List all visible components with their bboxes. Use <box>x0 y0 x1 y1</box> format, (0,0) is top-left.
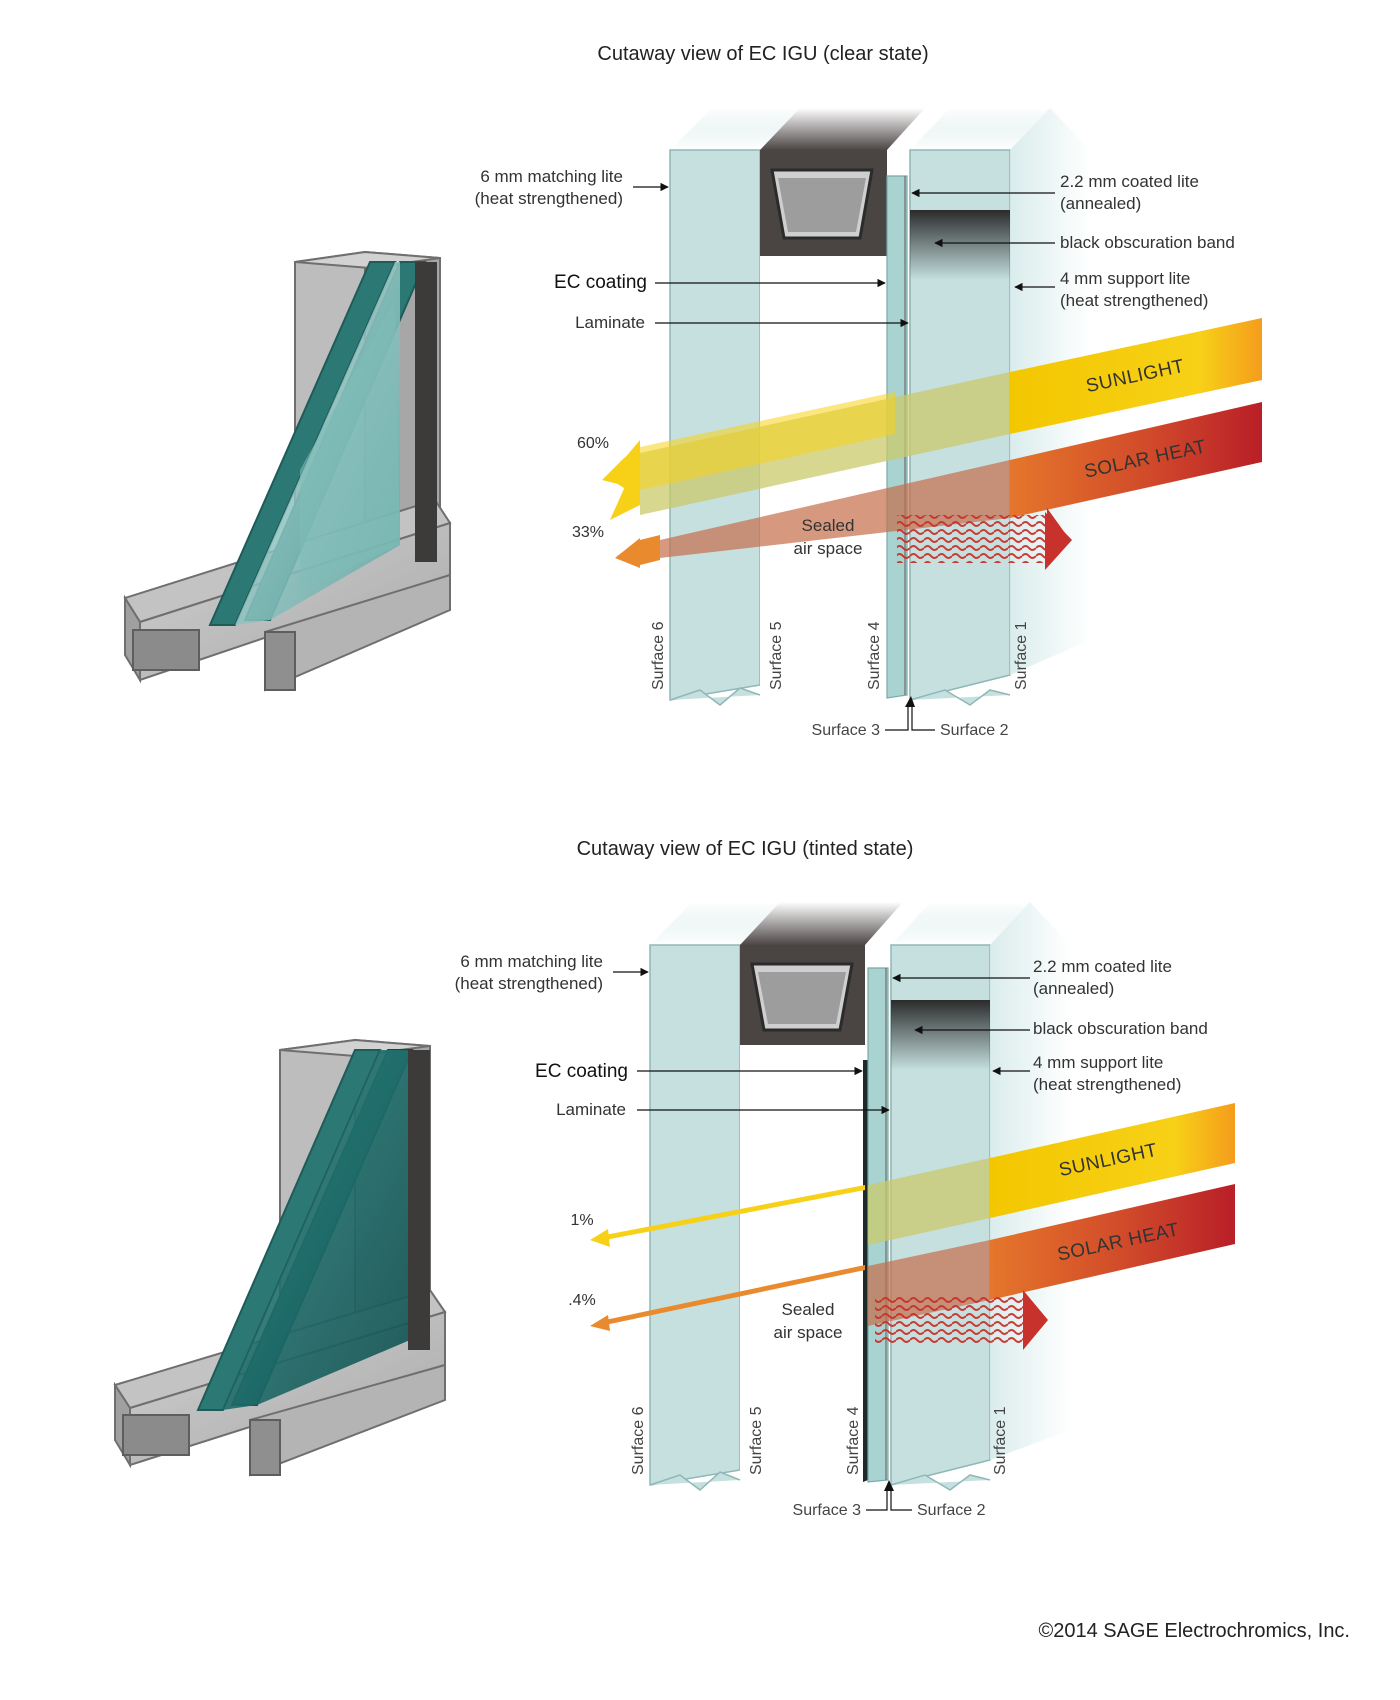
laminate-label: Laminate <box>575 313 645 332</box>
surface-2-label: Surface 2 <box>940 722 1009 739</box>
sunlight-percent: 60% <box>577 435 609 452</box>
heat-percent: 33% <box>572 524 604 541</box>
air-space-label: air space <box>774 1323 843 1342</box>
sealed-air-space <box>740 1045 865 1475</box>
spacer <box>760 108 925 256</box>
support-lite-sublabel: (heat strengthened) <box>1033 1075 1181 1094</box>
reradiated-heat-arrow <box>875 1290 1048 1350</box>
surface-1-label: Surface 1 <box>1013 621 1030 690</box>
obscuration-band-label: black obscuration band <box>1033 1019 1208 1038</box>
sealed-label: Sealed <box>802 516 855 535</box>
matching-lite-label: 6 mm matching lite <box>460 952 603 971</box>
surface-4-label: Surface 4 <box>845 1406 862 1475</box>
black-obscuration-band <box>891 1000 990 1070</box>
sunlight-through-glass <box>868 1158 990 1245</box>
surface-3-label: Surface 3 <box>793 1502 862 1519</box>
panel-title: Cutaway view of EC IGU (clear state) <box>597 43 928 65</box>
matching-lite-label: 6 mm matching lite <box>480 167 623 186</box>
heat-percent: .4% <box>568 1292 596 1309</box>
sealed-label: Sealed <box>782 1300 835 1319</box>
coated-lite-sublabel: (annealed) <box>1033 979 1114 998</box>
surface-6-label: Surface 6 <box>650 621 667 690</box>
solar-heat-through-glass <box>660 460 1010 558</box>
solar-heat-04-arrow <box>605 1265 865 1325</box>
surface-6-label: Surface 6 <box>630 1406 647 1475</box>
support-lite-label: 4 mm support lite <box>1060 269 1190 288</box>
solar-heat-incoming-band <box>990 1184 1235 1300</box>
panel-clear: Cutaway view of EC IGU (clear state) <box>123 43 1262 739</box>
glass-matching-lite <box>649 902 780 1486</box>
black-obscuration-band <box>910 210 1010 280</box>
sunlight-incoming-band <box>990 1103 1235 1218</box>
coated-lite-label: 2.2 mm coated lite <box>1033 957 1172 976</box>
coated-lite-label: 2.2 mm coated lite <box>1060 172 1199 191</box>
support-lite-label: 4 mm support lite <box>1033 1053 1163 1072</box>
surface-4-label: Surface 4 <box>866 621 883 690</box>
sunlight-percent: 1% <box>570 1212 593 1229</box>
solar-heat-incoming-band <box>1010 402 1262 518</box>
coated-lite-sublabel: (annealed) <box>1060 194 1141 213</box>
surface-5-label: Surface 5 <box>768 621 785 690</box>
ec-coating-label: EC coating <box>535 1061 628 1082</box>
sunlight-1-arrow <box>605 1185 865 1240</box>
support-lite-sublabel: (heat strengthened) <box>1060 291 1208 310</box>
reradiated-heat-arrow <box>897 508 1072 570</box>
surface-2-label: Surface 2 <box>917 1502 986 1519</box>
air-space-label: air space <box>794 539 863 558</box>
window-frame-corner-illustration <box>113 1038 447 1477</box>
matching-lite-sublabel: (heat strengthened) <box>455 974 603 993</box>
obscuration-band-label: black obscuration band <box>1060 233 1235 252</box>
surface-3-label: Surface 3 <box>812 722 881 739</box>
glass-matching-lite <box>669 108 800 701</box>
copyright-text: ©2014 SAGE Electrochromics, Inc. <box>1038 1620 1350 1642</box>
laminate-label: Laminate <box>556 1100 626 1119</box>
panel-tinted: Cutaway view of EC IGU (tinted state) <box>113 838 1235 1519</box>
surface-5-label: Surface 5 <box>748 1406 765 1475</box>
surface-1-label: Surface 1 <box>992 1406 1009 1475</box>
ec-coating-label: EC coating <box>554 272 647 293</box>
panel-title: Cutaway view of EC IGU (tinted state) <box>577 838 914 860</box>
window-frame-corner-illustration <box>123 250 452 692</box>
spacer <box>740 902 903 1045</box>
sunlight-incoming-band <box>1010 318 1262 434</box>
matching-lite-sublabel: (heat strengthened) <box>475 189 623 208</box>
